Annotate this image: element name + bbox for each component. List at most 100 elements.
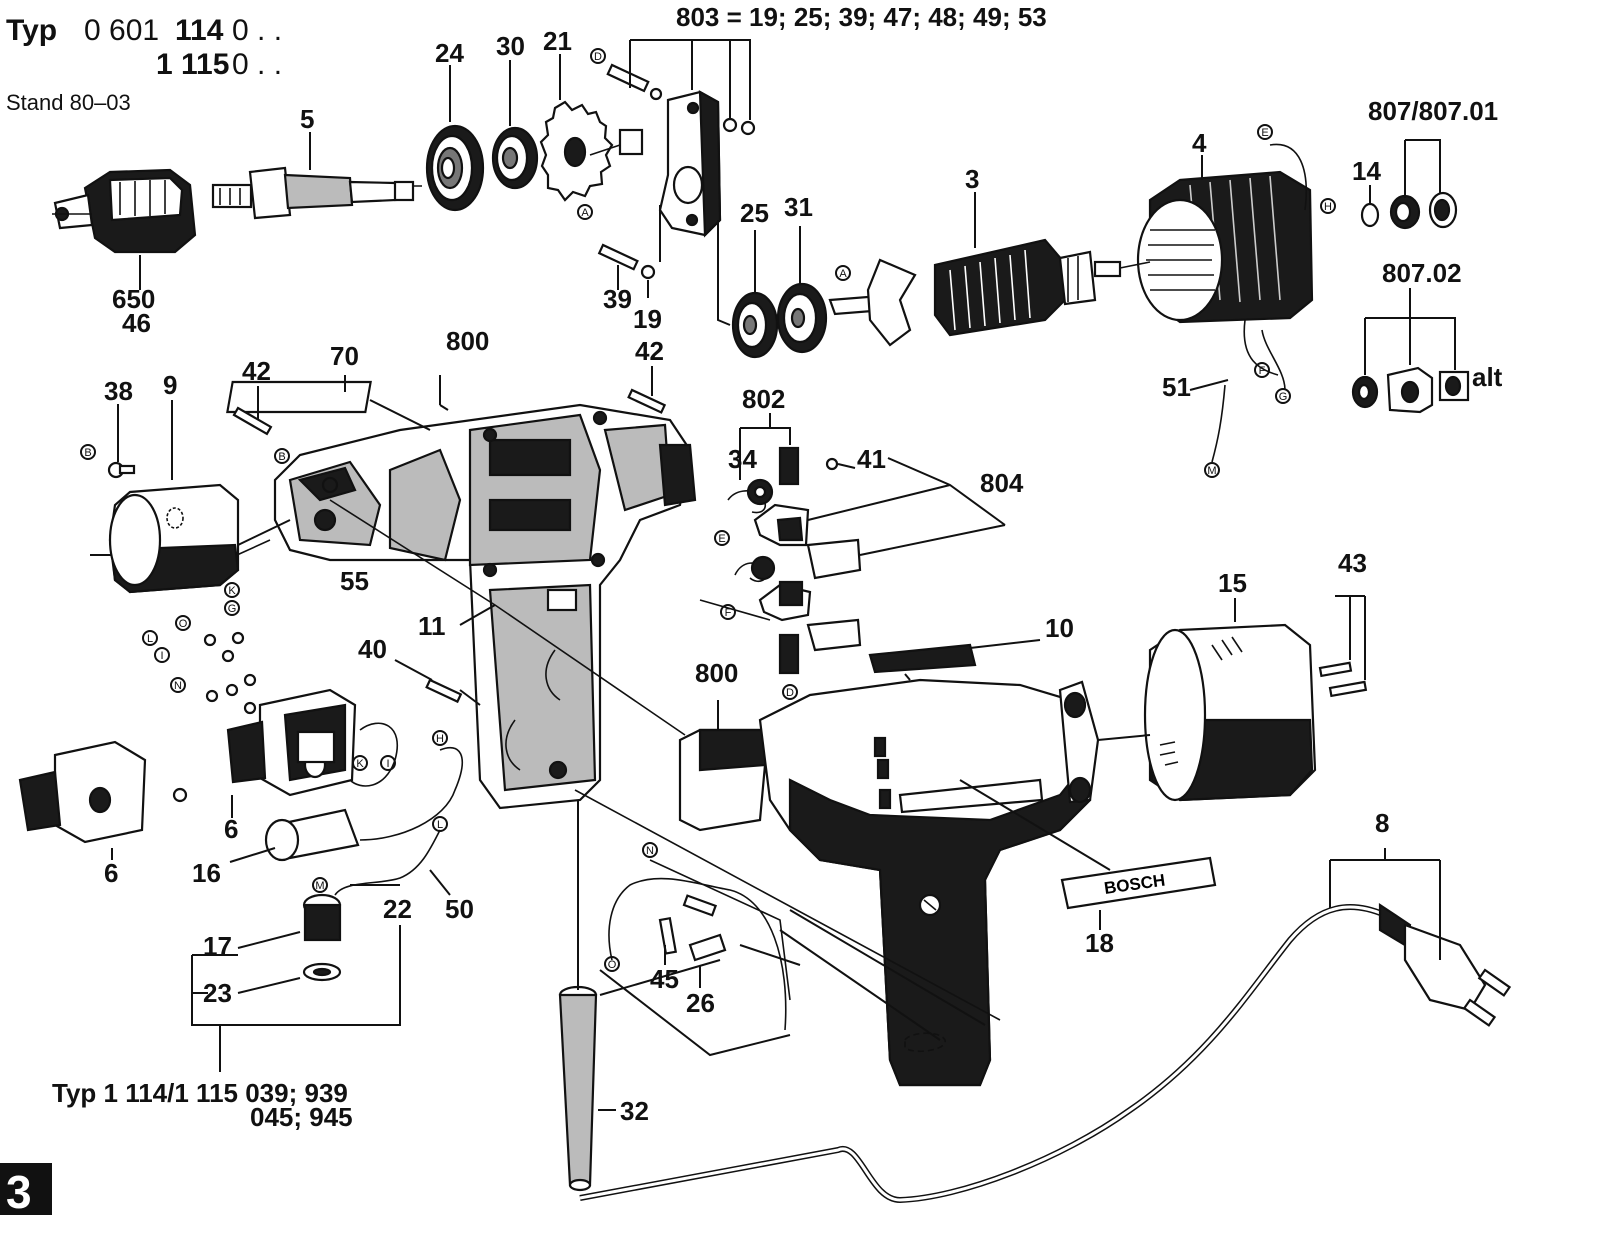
callout-alt: alt: [1472, 362, 1503, 392]
svg-text:B: B: [278, 451, 285, 463]
typ-number-1114: 114: [175, 14, 224, 47]
marker-I-switch: I: [154, 647, 170, 663]
marker-G-stator: G: [1275, 388, 1291, 404]
svg-text:E: E: [1261, 127, 1268, 139]
typ-number-prefix: 0 601: [84, 14, 159, 47]
callout-4: 4: [1192, 128, 1207, 158]
callout-807-02: 807.02: [1382, 258, 1462, 288]
callout-42-right: 42: [635, 336, 664, 366]
callout-650: 650: [112, 284, 155, 314]
callout-typ-bottom-2: 045; 945: [250, 1102, 353, 1132]
svg-text:I: I: [160, 650, 163, 662]
svg-text:L: L: [147, 633, 153, 645]
marker-F-brush: F: [720, 604, 736, 620]
marker-O-switch: O: [175, 615, 191, 631]
callout-6-right: 6: [224, 814, 238, 844]
typ-number-1115: 1 115: [156, 48, 229, 81]
callout-19: 19: [633, 304, 662, 334]
part-17-suppressor: [302, 893, 342, 942]
callout-38: 38: [104, 376, 133, 406]
marker-B-housing: B: [274, 448, 290, 464]
marker-H-stator: H: [1320, 198, 1336, 214]
marker-A-armature: A: [835, 265, 851, 281]
part-30-bearing: [491, 126, 539, 190]
part-14-washer: [1360, 202, 1380, 228]
typ-label: Typ: [6, 14, 57, 47]
svg-text:B: B: [84, 447, 91, 459]
callout-30: 30: [496, 31, 525, 61]
callout-31: 31: [784, 192, 813, 222]
part-pin: [606, 63, 663, 156]
callout-800-lower: 800: [695, 658, 738, 688]
part-21-gear: [539, 100, 614, 202]
svg-text:O: O: [608, 959, 617, 971]
part-5-spindle: [211, 166, 415, 220]
part-8-power-cable: [579, 902, 1512, 1204]
part-40-screw: [425, 678, 463, 704]
part-800-motor-housing-rear: [678, 678, 1100, 1087]
callout-11: 11: [418, 611, 446, 641]
part-41-screw: [825, 457, 839, 471]
marker-K-sleeve: K: [224, 582, 240, 598]
callout-800-top: 800: [446, 326, 489, 356]
part-16-capacitor: [264, 808, 360, 862]
part-23-washer: [302, 962, 342, 982]
part-42-screw-b: [627, 388, 667, 414]
part-6-switch-b: [226, 688, 357, 797]
part-42-screw-a: [232, 406, 273, 436]
svg-text:M: M: [1207, 465, 1216, 477]
part-802-carbon-brush-holders: [727, 446, 862, 675]
part-70-label: [226, 380, 372, 414]
part-32-hose-guard: [558, 985, 598, 1192]
part-18-nameplate: BOSCH: [1060, 856, 1217, 910]
callout-5: 5: [300, 104, 314, 134]
part-number-callouts: 5 24 30 21 803 = 19; 25; 39; 47; 48; 49;…: [52, 2, 1503, 1132]
callout-39: 39: [603, 284, 632, 314]
marker-I-wire: I: [380, 755, 396, 771]
svg-text:I: I: [386, 758, 389, 770]
part-807-02-bearing-set: [1351, 366, 1470, 414]
callout-24: 24: [435, 38, 464, 68]
callout-22: 22: [383, 894, 412, 924]
part-39-screw: [597, 243, 656, 280]
part-10-label: [868, 643, 977, 674]
svg-text:E: E: [718, 533, 725, 545]
circle-markers: A A B B D D E E F F G G H H I I K K L L …: [80, 48, 1336, 972]
callout-18: 18: [1085, 928, 1114, 958]
callout-25: 25: [740, 198, 769, 228]
callout-804: 804: [980, 468, 1024, 498]
callout-807-807-01: 807/807.01: [1368, 96, 1498, 126]
marker-G-switch: G: [224, 600, 240, 616]
callout-3: 3: [965, 164, 979, 194]
svg-text:K: K: [356, 758, 364, 770]
svg-text:D: D: [594, 51, 602, 63]
stand-date: Stand 80–03: [6, 90, 131, 115]
callout-50: 50: [445, 894, 474, 924]
callout-14: 14: [1352, 156, 1381, 186]
part-3-armature: [828, 238, 1122, 347]
callout-55: 55: [340, 566, 369, 596]
callout-21: 21: [543, 26, 572, 56]
svg-text:K: K: [228, 585, 236, 597]
svg-text:H: H: [1324, 201, 1332, 213]
marker-B-left: B: [80, 444, 96, 460]
svg-text:G: G: [1279, 391, 1288, 403]
callout-803: 803 = 19; 25; 39; 47; 48; 49; 53: [676, 2, 1047, 32]
marker-D-top: D: [590, 48, 606, 64]
svg-text:M: M: [315, 880, 324, 892]
callout-16: 16: [192, 858, 221, 888]
svg-text:N: N: [646, 845, 654, 857]
callout-typ-bottom-1: Typ 1 114/1 115 039; 939: [52, 1078, 348, 1108]
marker-N-switch: N: [170, 677, 186, 693]
marker-M-stator: M: [1204, 462, 1220, 478]
svg-text:F: F: [1259, 365, 1266, 377]
svg-text:O: O: [179, 618, 188, 630]
part-43-screws: [1318, 661, 1368, 698]
callout-802: 802: [742, 384, 785, 414]
callout-8: 8: [1375, 808, 1389, 838]
callout-41: 41: [857, 444, 886, 474]
callout-10: 10: [1045, 613, 1074, 643]
svg-text:A: A: [839, 268, 847, 280]
callout-26: 26: [686, 988, 715, 1018]
